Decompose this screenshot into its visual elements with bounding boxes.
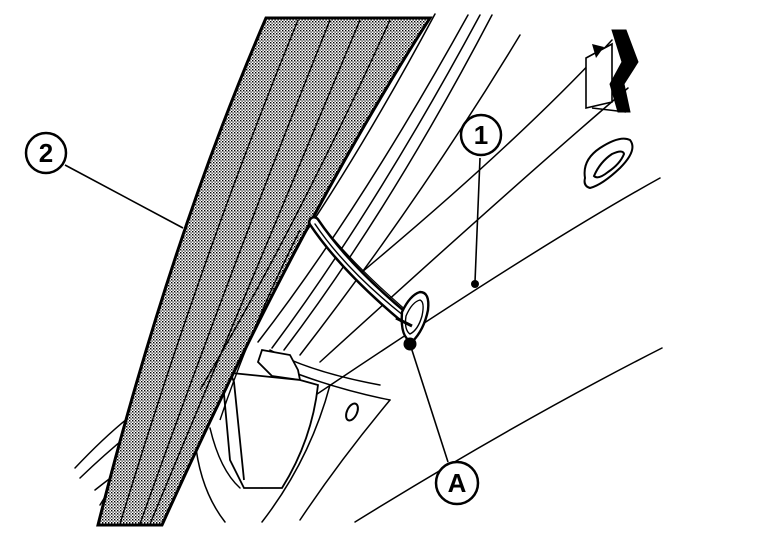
pillar-trim	[96, 16, 433, 527]
pillar-trim-contours	[119, 19, 391, 525]
part-1-anchor-dot	[471, 280, 479, 288]
leader-lines	[64, 157, 481, 463]
slot-hole	[583, 137, 634, 190]
harness-strap	[308, 216, 411, 324]
callout-a: A	[434, 460, 480, 506]
small-hole	[345, 402, 359, 422]
clip-a	[395, 290, 430, 351]
front-direction-arrow-icon	[585, 29, 639, 113]
callout-a-label: A	[448, 468, 467, 498]
callout-1-label: 1	[474, 120, 488, 150]
callout-1: 1	[459, 113, 503, 157]
callout-2: 2	[24, 131, 68, 175]
callout-2-label: 2	[39, 138, 53, 168]
trim-bracket	[221, 348, 319, 489]
